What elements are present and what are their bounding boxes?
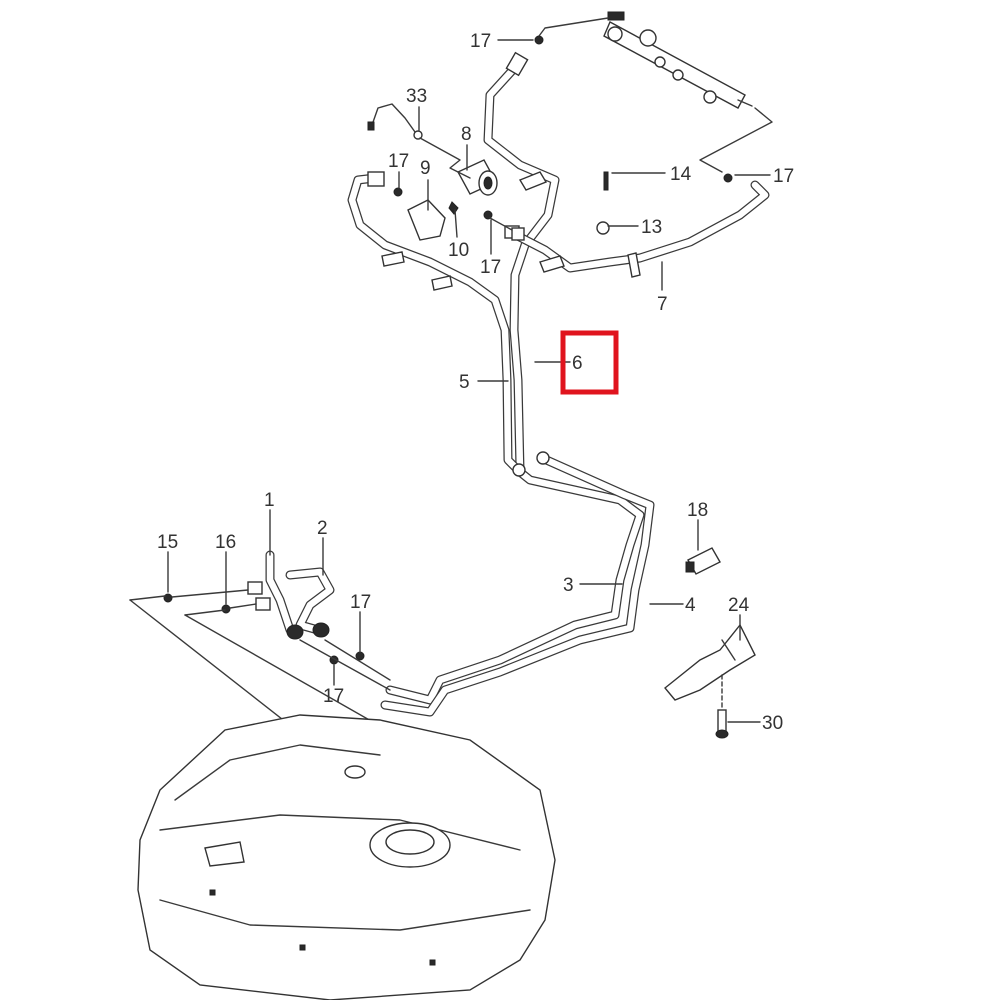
callout-17: 17 bbox=[480, 257, 501, 278]
callout-6: 6 bbox=[572, 353, 583, 374]
callout-24: 24 bbox=[728, 595, 750, 616]
callout-18: 18 bbox=[687, 500, 708, 521]
fuel-rail bbox=[535, 11, 773, 173]
leader-lines bbox=[167, 39, 771, 723]
callout-8: 8 bbox=[461, 124, 472, 145]
callout-5: 5 bbox=[459, 372, 470, 393]
part-24-bracket bbox=[664, 623, 756, 701]
callout-3: 3 bbox=[563, 575, 574, 596]
fuel-filter bbox=[457, 159, 498, 196]
callout-17: 17 bbox=[388, 151, 409, 172]
callout-13: 13 bbox=[641, 217, 662, 238]
filter-bracket bbox=[407, 199, 459, 241]
callout-14: 14 bbox=[670, 164, 692, 185]
callout-16: 16 bbox=[215, 532, 236, 553]
hose-5 bbox=[347, 171, 525, 477]
callout-17: 17 bbox=[350, 592, 371, 613]
callout-17: 17 bbox=[470, 31, 491, 52]
callout-4: 4 bbox=[685, 595, 696, 616]
part-18-sleeve bbox=[685, 547, 721, 575]
callout-15: 15 bbox=[157, 532, 178, 553]
callout-17: 17 bbox=[773, 166, 794, 187]
fuel-lines-3-4 bbox=[380, 451, 655, 717]
hose-7 bbox=[504, 180, 770, 278]
part-30-bolt bbox=[715, 674, 729, 739]
highlight-box bbox=[560, 330, 619, 395]
callout-1: 1 bbox=[264, 490, 275, 511]
hose-upper-left bbox=[483, 51, 560, 475]
callout-2: 2 bbox=[317, 518, 328, 539]
callout-33: 33 bbox=[406, 86, 427, 107]
callout-17: 17 bbox=[323, 686, 344, 707]
callout-10: 10 bbox=[448, 240, 469, 261]
callout-9: 9 bbox=[420, 158, 431, 179]
callout-7: 7 bbox=[657, 294, 668, 315]
callout-30: 30 bbox=[762, 713, 783, 734]
fuel-pump-fittings bbox=[163, 550, 391, 691]
clips bbox=[393, 35, 733, 241]
sensor-wire-33 bbox=[367, 103, 471, 179]
fuel-tank bbox=[137, 714, 556, 1000]
callout-labels: 17 33 8 17 9 14 17 13 10 17 7 6 5 1 2 18… bbox=[157, 31, 794, 734]
